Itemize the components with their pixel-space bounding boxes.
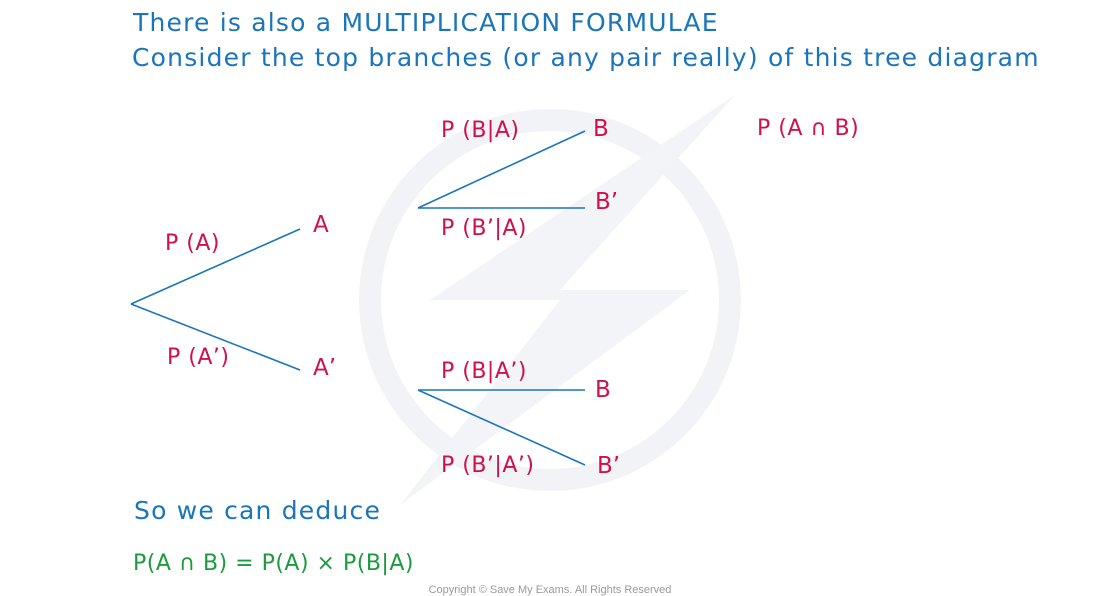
- label-p-b-given-a-prime: P (B|A’): [441, 359, 527, 384]
- heading-line-2: Consider the top branches (or any pair r…: [132, 43, 1040, 72]
- copyright-notice: Copyright © Save My Exams. All Rights Re…: [428, 584, 672, 596]
- heading-line-1: There is also a MULTIPLICATION FORMULAE: [133, 8, 719, 37]
- node-b-bottom: B: [595, 377, 611, 403]
- label-p-b-prime-given-a-prime: P (B’|A’): [441, 453, 535, 478]
- node-a-prime: A’: [313, 355, 337, 381]
- label-p-b-prime-given-a: P (B’|A): [441, 216, 527, 241]
- node-b-prime-top: B’: [595, 189, 619, 215]
- node-b-top: B: [593, 116, 609, 142]
- branch-a-prime: [130, 303, 301, 371]
- branch-a: [130, 228, 301, 305]
- label-p-b-given-a: P (B|A): [441, 118, 520, 143]
- branch-b-given-a: [417, 130, 586, 209]
- label-p-a-prime: P (A’): [167, 345, 230, 370]
- outcome-p-a-and-b: P (A ∩ B): [757, 116, 860, 141]
- conclusion-intro: So we can deduce: [134, 496, 382, 525]
- node-b-prime-bottom: B’: [597, 453, 621, 479]
- label-p-a: P (A): [165, 231, 220, 256]
- node-a: A: [313, 212, 329, 238]
- multiplication-formula: P(A ∩ B) = P(A) × P(B|A): [133, 551, 414, 576]
- branch-b-prime-given-a-prime: [417, 389, 586, 466]
